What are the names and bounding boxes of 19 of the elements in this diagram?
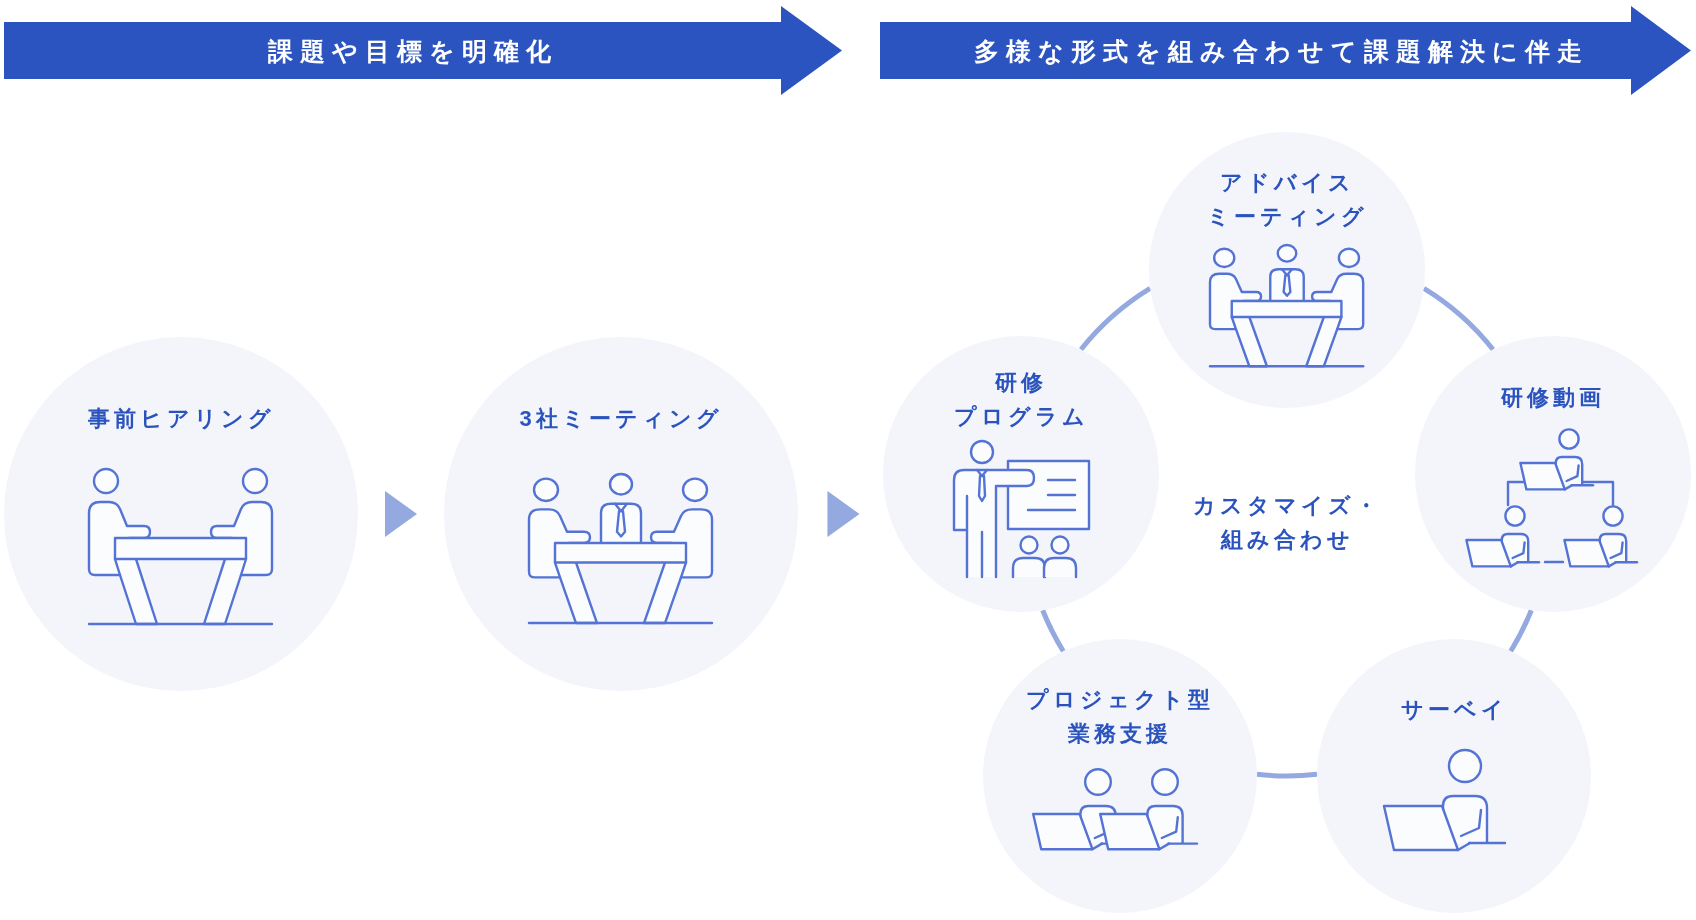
- step-label: サーベイ: [1400, 696, 1508, 724]
- step-label: 事前ヒアリング: [87, 405, 275, 433]
- ring-connector: [1256, 771, 1318, 779]
- step-label: 3社ミーティング: [519, 405, 723, 433]
- center-label: カスタマイズ・組み合わせ: [1193, 492, 1381, 554]
- ring-connector: [1079, 286, 1152, 352]
- step-label: 研修プログラム: [953, 369, 1089, 431]
- arrow-banner: [880, 6, 1691, 95]
- banner-title: 課題や目標を明確化: [267, 35, 558, 66]
- step-label: アドバイスミーティング: [1206, 169, 1368, 231]
- ring-connector: [1422, 286, 1495, 352]
- ring-connector: [1508, 609, 1534, 653]
- banner-title: 多様な形式を組み合わせて課題解決に伴走: [974, 35, 1589, 66]
- step-label: 研修動画: [1501, 384, 1605, 412]
- ring-connector: [1040, 609, 1066, 653]
- arrow-triangle: [827, 491, 860, 537]
- step-label: プロジェクト型業務支援: [1026, 686, 1214, 748]
- arrow-triangle: [385, 491, 417, 537]
- arrow-banner: [4, 6, 842, 95]
